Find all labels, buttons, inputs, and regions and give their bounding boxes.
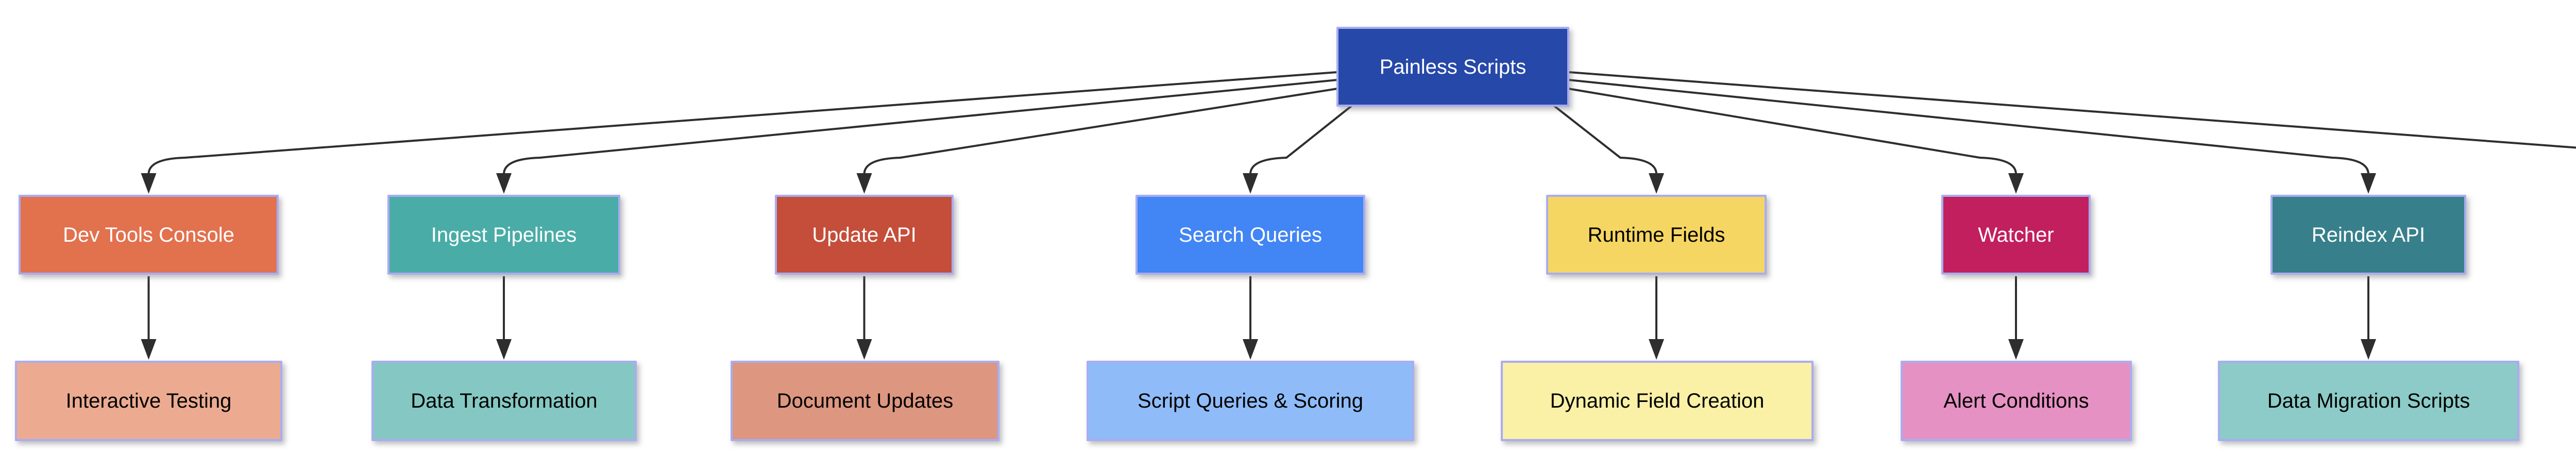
node-document-updates: Document Updates: [731, 361, 999, 441]
edge-root-to-branch-5: [1553, 105, 1657, 175]
node-watcher: Watcher: [1941, 195, 2091, 275]
arrowhead-branch-7: [2361, 173, 2376, 194]
node-alert-conditions: Alert Conditions: [1901, 361, 2132, 441]
arrowhead-detail-4: [1243, 339, 1258, 360]
arrowhead-branch-5: [1649, 173, 1664, 194]
arrowhead-branch-1: [141, 173, 157, 194]
edge-root-to-branch-6: [1568, 88, 2017, 175]
arrowhead-detail-7: [2361, 339, 2376, 360]
edge-root-to-branch-7: [1568, 79, 2369, 175]
edge-root-to-branch-8: [1568, 71, 2576, 149]
arrowhead-detail-5: [1649, 339, 1664, 360]
node-runtime-fields: Runtime Fields: [1546, 195, 1767, 275]
node-data-transformation: Data Transformation: [371, 361, 637, 441]
edge-root-to-branch-3: [863, 88, 1338, 175]
arrowhead-detail-2: [496, 339, 512, 360]
arrowhead-branch-6: [2008, 173, 2024, 194]
node-data-migration-scripts: Data Migration Scripts: [2218, 361, 2519, 441]
node-interactive-testing: Interactive Testing: [15, 361, 282, 441]
node-reindex-api: Reindex API: [2270, 195, 2466, 275]
edge-root-to-branch-2: [503, 79, 1338, 175]
edge-root-to-branch-1: [147, 71, 1338, 175]
node-search-queries: Search Queries: [1136, 195, 1365, 275]
arrowhead-detail-6: [2008, 339, 2024, 360]
node-painless-scripts: Painless Scripts: [1336, 27, 1569, 107]
node-dynamic-field-creation: Dynamic Field Creation: [1501, 361, 1814, 441]
node-script-queries-scoring: Script Queries & Scoring: [1087, 361, 1414, 441]
node-ingest-pipelines: Ingest Pipelines: [387, 195, 620, 275]
node-update-api: Update API: [775, 195, 954, 275]
arrowhead-detail-3: [856, 339, 872, 360]
arrowhead-branch-2: [496, 173, 512, 194]
arrowhead-detail-1: [141, 339, 157, 360]
node-dev-tools-console: Dev Tools Console: [19, 195, 279, 275]
arrowhead-branch-3: [856, 173, 872, 194]
arrowhead-branch-4: [1243, 173, 1258, 194]
edge-root-to-branch-4: [1249, 105, 1353, 175]
